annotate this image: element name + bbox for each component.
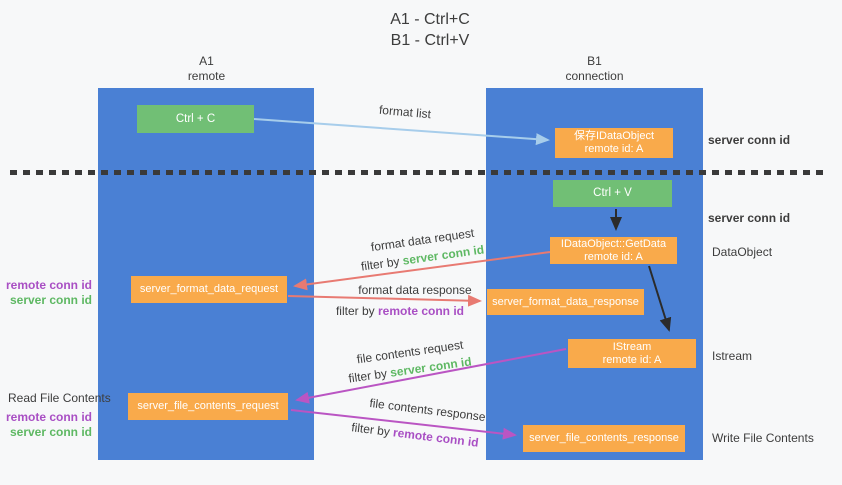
filter-by-remote-conn-id-label-2: filter by remote conn id: [345, 420, 486, 451]
istream-subtitle: remote id: A: [602, 353, 662, 366]
istream-title: IStream: [612, 340, 652, 353]
server-conn-id-right-label-2: server conn id: [708, 211, 791, 225]
ctrl-c-node: Ctrl + C: [137, 105, 254, 133]
filter-by-text: filter by: [335, 304, 375, 318]
title-line-1: A1 - Ctrl+C: [390, 11, 470, 28]
lifeline-a1-id: A1: [199, 54, 214, 68]
save-idataobject-subtitle: remote id: A: [584, 143, 644, 155]
filter-by-remote-conn-id-label-1: filter by remote conn id: [335, 304, 465, 318]
remote-conn-id-left-1: remote conn id: [5, 278, 92, 292]
save-idataobject-title: 保存IDataObject: [573, 130, 655, 142]
server-file-contents-request-node: server_file_contents_request: [128, 393, 288, 420]
remote-conn-id-left-2: remote conn id: [5, 410, 92, 424]
getdata-node: IDataObject::GetData remote id: A: [550, 237, 677, 264]
server-format-data-response-node: server_format_data_response: [487, 289, 644, 315]
server-format-data-request-node: server_format_data_request: [131, 276, 287, 303]
file-contents-response-label: file contents response: [368, 395, 487, 425]
conn-id-pair-1: remote conn id server conn id: [0, 278, 92, 308]
server-conn-id-left-2: server conn id: [9, 425, 92, 439]
format-list-label: format list: [378, 102, 432, 122]
read-file-contents-label: Read File Contents: [8, 391, 111, 405]
server-conn-id-left-1: server conn id: [9, 293, 92, 307]
remote-conn-id-text: remote conn id: [378, 304, 465, 318]
title-line-2: B1 - Ctrl+V: [390, 32, 470, 49]
lifeline-b1-id: B1: [587, 54, 602, 68]
write-file-contents-label: Write File Contents: [712, 431, 814, 445]
remote-conn-id-text: remote conn id: [392, 425, 480, 450]
lifeline-header-b1: B1 connection: [486, 54, 703, 84]
lifeline-a1-label: remote: [187, 69, 226, 83]
server-conn-id-right-label-1: server conn id: [708, 133, 791, 147]
diagram-title: A1 - Ctrl+C B1 - Ctrl+V: [300, 9, 560, 51]
conn-id-pair-2: remote conn id server conn id: [0, 410, 92, 440]
lifeline-header-a1: A1 remote: [98, 54, 315, 84]
getdata-subtitle: remote id: A: [584, 250, 643, 263]
lifeline-b1-label: connection: [565, 69, 624, 83]
dotted-separator-line: [10, 170, 823, 175]
format-data-response-label: format data response: [358, 283, 472, 297]
server-file-contents-response-node: server_file_contents_response: [523, 425, 685, 452]
istream-node: IStream remote id: A: [568, 339, 696, 368]
dataobject-label: DataObject: [712, 245, 773, 259]
istream-side-label: Istream: [712, 349, 753, 363]
ctrl-v-node: Ctrl + V: [553, 180, 672, 207]
filter-by-text: filter by: [350, 420, 391, 439]
getdata-title: IDataObject::GetData: [560, 237, 667, 250]
filter-by-text: filter by: [347, 366, 388, 386]
filter-by-text: filter by: [360, 254, 401, 274]
save-idataobject-node: 保存IDataObject remote id: A: [555, 128, 673, 158]
